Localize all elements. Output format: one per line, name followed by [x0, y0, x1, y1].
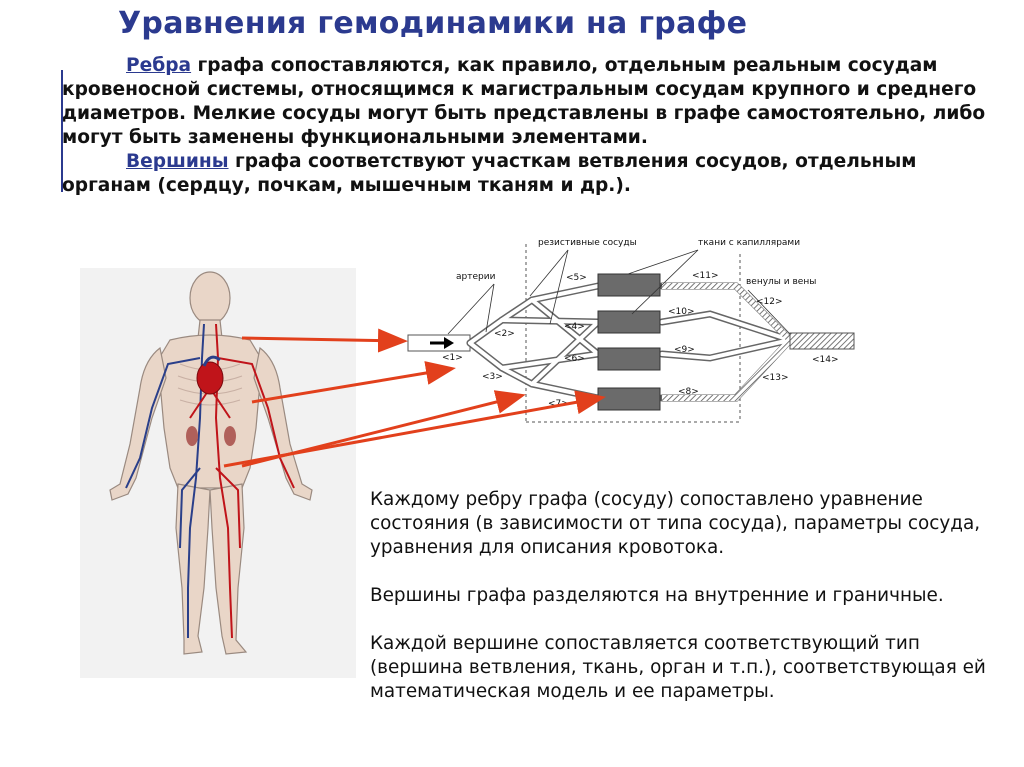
- human-body-figure: [109, 271, 313, 655]
- edge-label-14: <14>: [812, 355, 839, 365]
- description-text: Каждому ребру графа (сосуду) сопоставлен…: [370, 488, 1010, 728]
- label-tissues: ткани с капиллярами: [698, 238, 800, 248]
- vascular-graph: резистивные сосуды ткани с капиллярами а…: [407, 238, 855, 423]
- edge-label-5: <5>: [566, 273, 587, 283]
- edge-label-3: <3>: [482, 372, 503, 382]
- term-edges: Ребра: [126, 55, 192, 76]
- human-body-illustration: [80, 268, 356, 678]
- page-title: Уравнения гемодинамики на графе: [118, 6, 748, 41]
- edge-label-8: <8>: [678, 387, 699, 397]
- label-arteries: артерии: [456, 272, 496, 282]
- intro-paragraph-edges: Ребра графа сопоставляются, как правило,…: [62, 55, 986, 148]
- edge-label-11: <11>: [692, 271, 719, 281]
- edge-label-4: <4>: [564, 322, 585, 332]
- vascular-graph-diagram: резистивные сосуды ткани с капиллярами а…: [398, 234, 900, 438]
- description-paragraph-3: Каждой вершине сопоставляется соответств…: [370, 633, 986, 702]
- description-paragraph-1: Каждому ребру графа (сосуду) сопоставлен…: [370, 489, 981, 558]
- edge-label-6: <6>: [564, 354, 585, 364]
- edge-label-9: <9>: [674, 345, 695, 355]
- edge-label-1: <1>: [442, 353, 463, 363]
- edge-label-2: <2>: [494, 329, 515, 339]
- edge-label-12: <12>: [756, 297, 783, 307]
- edge-label-10: <10>: [668, 307, 695, 317]
- intro-text: Ребра графа сопоставляются, как правило,…: [62, 54, 1002, 198]
- edge-label-13: <13>: [762, 373, 789, 383]
- description-paragraph-2: Вершины графа разделяются на внутренние …: [370, 585, 944, 606]
- term-vertices: Вершины: [126, 151, 229, 172]
- accent-line: [61, 70, 63, 192]
- label-resistive-vessels: резистивные сосуды: [538, 238, 637, 248]
- label-venules-veins: венулы и вены: [746, 277, 816, 287]
- intro-paragraph-vertices: Вершины графа соответствуют участкам вет…: [62, 151, 917, 196]
- edge-label-7: <7>: [548, 399, 569, 409]
